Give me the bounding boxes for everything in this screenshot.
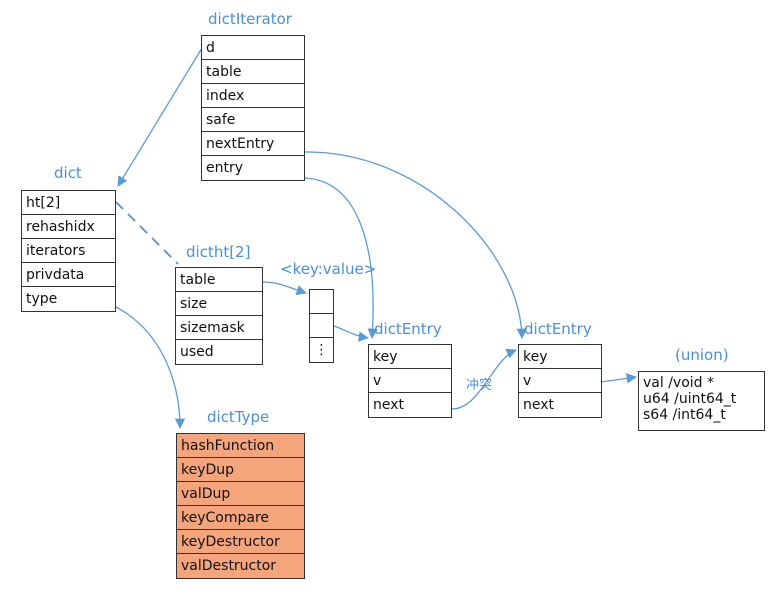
dictentry1-title: dictEntry xyxy=(374,320,442,338)
dictiterator-field-d: d xyxy=(202,36,304,60)
conflict-label: 冲突 xyxy=(466,378,493,393)
dicttype-struct: hashFunction keyDup valDup keyCompare ke… xyxy=(176,433,305,579)
dicttype-field-hashfunction: hashFunction xyxy=(177,434,304,458)
arrow-iterator-nextentry-to-dictentry2 xyxy=(303,151,527,340)
dicttype-field-keydestructor: keyDestructor xyxy=(177,530,304,554)
dictentry1-field-key: key xyxy=(369,345,451,369)
dict-title: dict xyxy=(54,164,82,182)
dictiterator-struct: d table index safe nextEntry entry xyxy=(201,35,305,181)
dictht-field-table: table xyxy=(176,268,262,292)
dict-field-type: type xyxy=(26,291,58,307)
bucket-array: ⋮ xyxy=(309,289,334,363)
dicttype-field-keycompare: keyCompare xyxy=(177,506,304,530)
dictht-title: dictht[2] xyxy=(186,243,251,261)
dictentry2-field-next: next xyxy=(523,397,555,413)
dictiterator-field-entry: entry xyxy=(206,160,244,176)
bucket-cell xyxy=(310,314,333,338)
dictiterator-field-nextentry: nextEntry xyxy=(202,132,304,156)
dictiterator-field-table: table xyxy=(202,60,304,84)
dictentry2-field-key: key xyxy=(519,345,601,369)
arrow-dictht-table-to-bucket xyxy=(261,281,307,296)
arrow-dictentry1-next-to-dictentry2 xyxy=(451,348,517,410)
dicttype-field-valdup: valDup xyxy=(177,482,304,506)
dict-field-iterators: iterators xyxy=(22,239,115,263)
dictiterator-field-index: index xyxy=(202,84,304,108)
dictentry1-field-v: v xyxy=(369,369,451,393)
union-line-s64: s64 /int64_t xyxy=(643,407,726,423)
dict-field-ht: ht[2] xyxy=(22,191,115,215)
dictentry1-struct: key v next xyxy=(368,344,452,418)
dictht-field-size: size xyxy=(176,292,262,316)
arrow-iterator-d-to-dict xyxy=(117,47,203,187)
dictentry2-title: dictEntry xyxy=(524,320,592,338)
dictentry2-struct: key v next xyxy=(518,344,602,418)
dictht-field-used: used xyxy=(180,344,214,360)
arrow-dictentry2-v-to-union xyxy=(600,373,638,384)
dictentry1-field-next: next xyxy=(373,397,405,413)
union-title: (union) xyxy=(675,346,729,364)
dict-struct: ht[2] rehashidx iterators privdata type xyxy=(21,190,116,312)
dicttype-field-keydup: keyDup xyxy=(177,458,304,482)
bucket-cell xyxy=(310,290,333,314)
arrow-iterator-entry-to-dictentry1 xyxy=(303,177,378,340)
dictht-field-sizemask: sizemask xyxy=(176,316,262,340)
dictentry2-field-v: v xyxy=(519,369,601,393)
dict-field-rehashidx: rehashidx xyxy=(22,215,115,239)
dicttype-title: dictType xyxy=(207,408,270,426)
union-line-val: val /void * xyxy=(643,375,714,391)
arrow-dict-ht-to-dictht xyxy=(115,201,179,265)
dict-field-privdata: privdata xyxy=(22,263,115,287)
arrow-dict-type-to-dicttype xyxy=(115,306,186,430)
dictht-struct: table size sizemask used xyxy=(175,267,263,365)
dictiterator-field-safe: safe xyxy=(202,108,304,132)
union-line-u64: u64 /uint64_t xyxy=(643,391,737,407)
dicttype-field-valdestructor: valDestructor xyxy=(177,554,304,578)
bucket-title: <key:value> xyxy=(280,260,377,278)
union-box: val /void * u64 /uint64_t s64 /int64_t xyxy=(638,371,765,431)
arrow-bucket-to-dictentry1 xyxy=(333,325,370,342)
bucket-cell-ellipsis: ⋮ xyxy=(314,342,329,358)
dictiterator-title: dictIterator xyxy=(208,10,292,28)
